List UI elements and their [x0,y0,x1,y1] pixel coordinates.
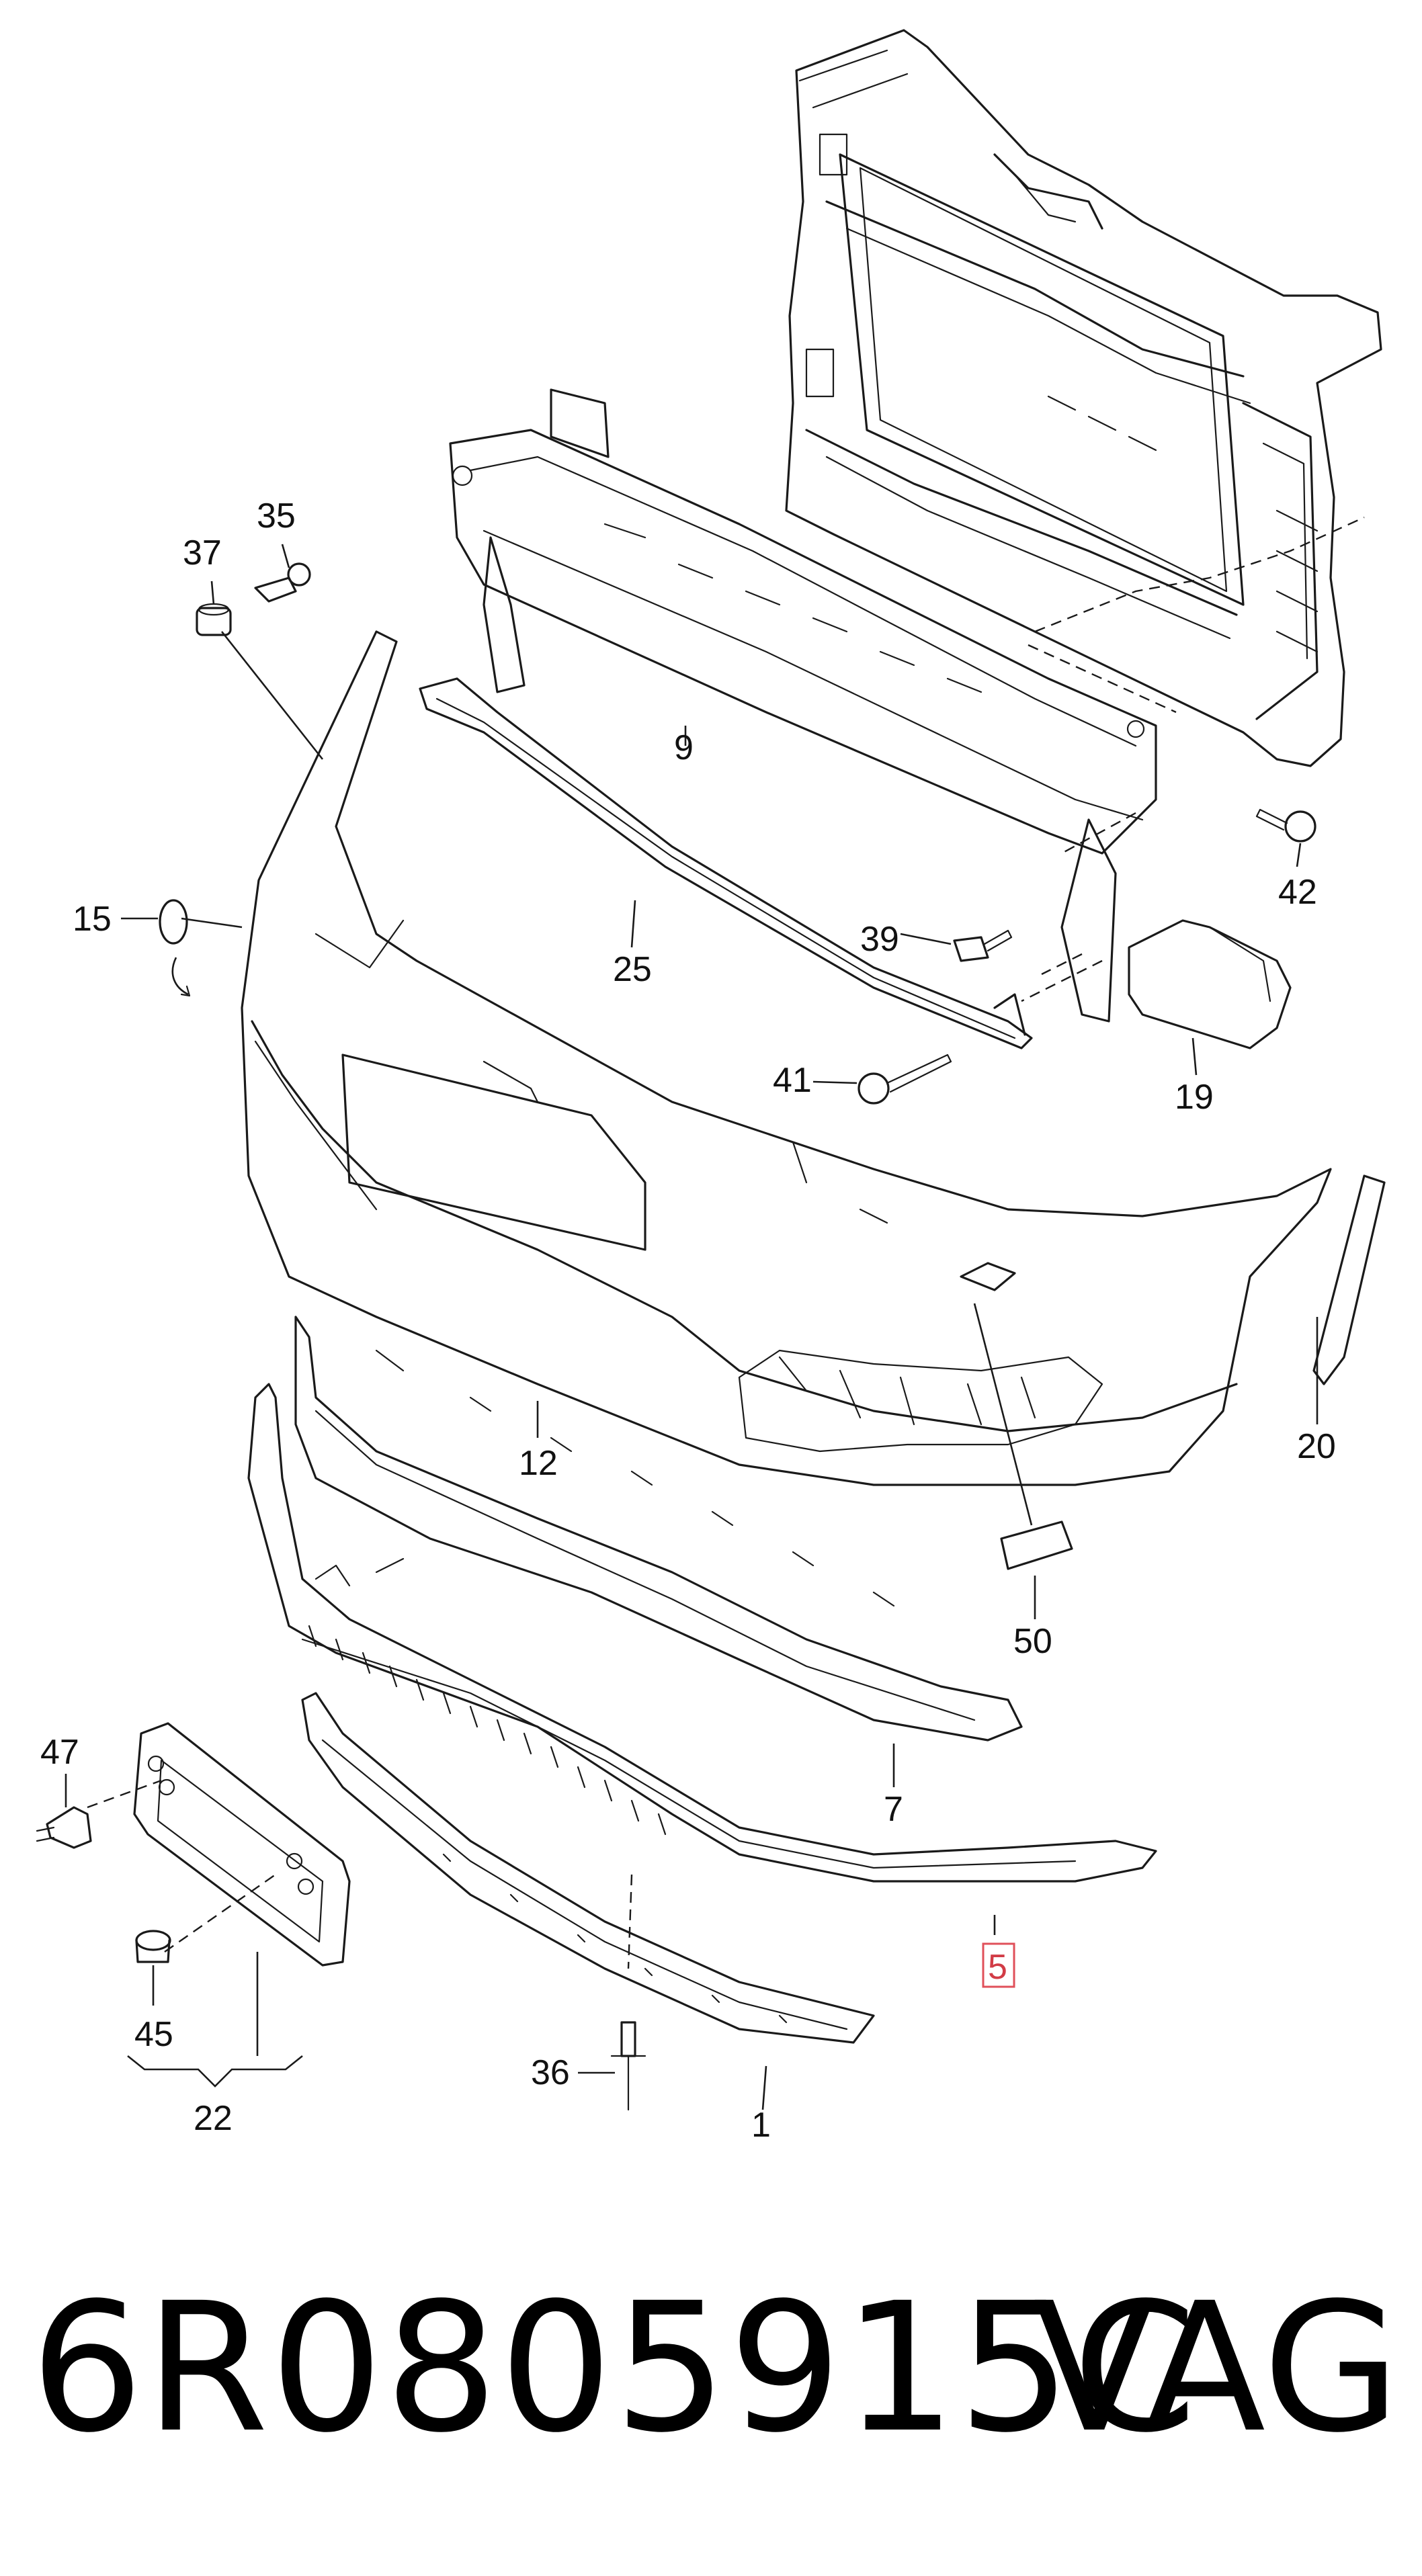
callout-5: 5 [988,1948,1007,1987]
callout-20: 20 [1297,1427,1336,1466]
highlight-box-5 [982,1942,1015,1988]
brand-label: VAG [1033,2265,1400,2472]
callout-36: 36 [531,2053,570,2092]
screw-41 [858,1054,952,1105]
parts-diagram: 35 37 9 15 25 39 42 41 19 12 20 50 47 7 … [36,29,1386,2145]
callout-47: 47 [40,1733,79,1772]
callout-labels: 35 37 9 15 25 39 42 41 19 12 20 50 47 7 … [40,497,1336,2145]
callout-50: 50 [1013,1622,1052,1661]
lock-carrier-frame [785,29,1382,767]
lower-strip [301,1692,875,2044]
clip-47 [36,1806,92,1849]
callout-35: 35 [257,497,296,535]
rivet-36 [610,2021,646,2111]
callout-12: 12 [519,1444,558,1483]
callout-45: 45 [134,2015,173,2054]
footer: 6R0805915C VAG [0,2268,1422,2469]
callout-41: 41 [773,1061,812,1100]
deflector-block [1128,919,1292,1049]
callout-1: 1 [751,2106,771,2145]
screw-35 [254,562,311,603]
callout-37: 37 [183,533,222,572]
grille-5 [247,1383,1157,1883]
callout-15: 15 [73,900,112,939]
nut-37 [196,603,232,636]
callout-19: 19 [1175,1078,1214,1117]
side-trim [1312,1174,1386,1385]
callout-39: 39 [860,920,899,959]
license-plate-holder [133,1722,351,1967]
guide-strip [419,677,1033,1049]
leader-lines [65,544,1319,2110]
callout-42: 42 [1278,873,1317,912]
cap-45 [135,1930,171,1963]
screw-42 [1255,808,1316,843]
callout-25: 25 [613,950,652,989]
part-number: 6R0805915C [30,2265,1198,2472]
callout-9: 9 [674,728,694,767]
plug-15 [159,899,191,997]
spoiler [294,1316,1023,1742]
bumper-cover [241,630,1332,1486]
screw-39 [953,929,1013,962]
callout-22: 22 [194,2099,233,2138]
bumper-carrier [449,388,1157,1023]
towing-eye-cover [1000,1520,1073,1570]
callout-7: 7 [884,1790,903,1829]
